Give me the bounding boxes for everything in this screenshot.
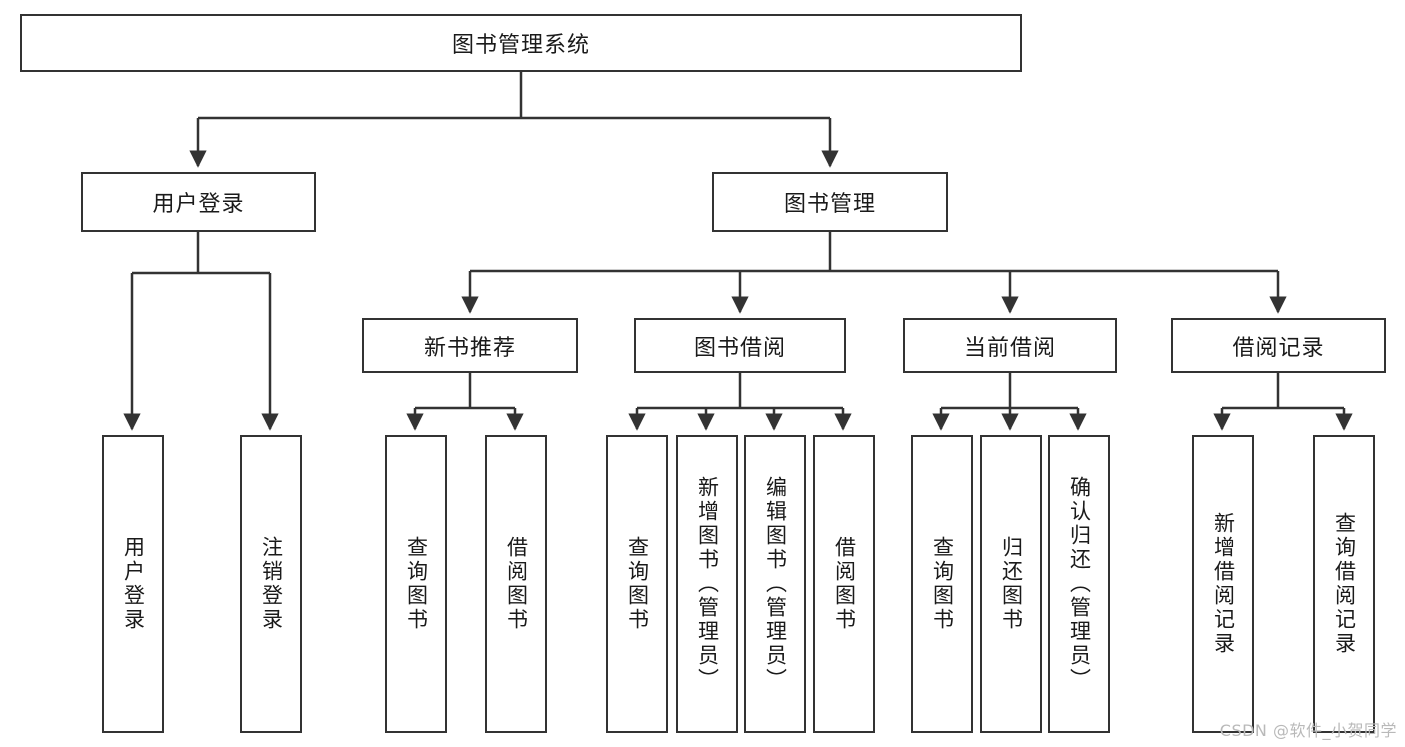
leaf-edit-book-admin-label: 编辑图书（管理员） bbox=[763, 476, 788, 692]
leaf-query-book-borrow-label: 查询图书 bbox=[625, 536, 650, 632]
leaf-add-book-admin[interactable]: 新增图书（管理员） bbox=[676, 435, 738, 733]
leaf-query-book-recommend[interactable]: 查询图书 bbox=[385, 435, 447, 733]
leaf-add-book-admin-label: 新增图书（管理员） bbox=[695, 476, 720, 692]
node-current-borrow-label: 当前借阅 bbox=[963, 335, 1056, 361]
leaf-user-login-label: 用户登录 bbox=[121, 536, 146, 632]
watermark: CSDN @软件_小贺同学 bbox=[1219, 721, 1397, 740]
leaf-return-book[interactable]: 归还图书 bbox=[980, 435, 1042, 733]
leaf-borrow-book-label: 借阅图书 bbox=[832, 536, 857, 632]
node-book-management[interactable]: 图书管理 bbox=[712, 172, 948, 232]
node-user-login-label: 用户登录 bbox=[152, 192, 245, 217]
leaf-query-book-recommend-label: 查询图书 bbox=[404, 536, 429, 632]
node-user-login[interactable]: 用户登录 bbox=[81, 172, 316, 232]
node-root[interactable]: 图书管理系统 bbox=[20, 14, 1022, 72]
leaf-user-login[interactable]: 用户登录 bbox=[102, 435, 164, 733]
leaf-confirm-return-admin-label: 确认归还（管理员） bbox=[1067, 476, 1092, 692]
leaf-add-borrow-record[interactable]: 新增借阅记录 bbox=[1192, 435, 1254, 733]
leaf-query-book-current-label: 查询图书 bbox=[930, 536, 955, 632]
leaf-add-borrow-record-label: 新增借阅记录 bbox=[1211, 512, 1236, 656]
leaf-borrow-book-recommend-label: 借阅图书 bbox=[504, 536, 529, 632]
node-root-label: 图书管理系统 bbox=[451, 33, 590, 58]
leaf-confirm-return-admin[interactable]: 确认归还（管理员） bbox=[1048, 435, 1110, 733]
leaf-query-book-current[interactable]: 查询图书 bbox=[911, 435, 973, 733]
node-book-management-label: 图书管理 bbox=[783, 192, 876, 217]
leaf-logout[interactable]: 注销登录 bbox=[240, 435, 302, 733]
node-borrow-records[interactable]: 借阅记录 bbox=[1171, 318, 1386, 373]
leaf-borrow-book-recommend[interactable]: 借阅图书 bbox=[485, 435, 547, 733]
leaf-return-book-label: 归还图书 bbox=[999, 536, 1024, 632]
node-book-borrow[interactable]: 图书借阅 bbox=[634, 318, 846, 373]
node-book-borrow-label: 图书借阅 bbox=[693, 335, 786, 361]
leaf-logout-label: 注销登录 bbox=[259, 536, 284, 632]
leaf-edit-book-admin[interactable]: 编辑图书（管理员） bbox=[744, 435, 806, 733]
leaf-query-borrow-record-label: 查询借阅记录 bbox=[1332, 512, 1357, 656]
leaf-borrow-book[interactable]: 借阅图书 bbox=[813, 435, 875, 733]
node-borrow-records-label: 借阅记录 bbox=[1232, 335, 1325, 361]
leaf-query-borrow-record[interactable]: 查询借阅记录 bbox=[1313, 435, 1375, 733]
node-current-borrow[interactable]: 当前借阅 bbox=[903, 318, 1117, 373]
node-new-book-recommend[interactable]: 新书推荐 bbox=[362, 318, 578, 373]
node-new-book-recommend-label: 新书推荐 bbox=[423, 335, 516, 361]
leaf-query-book-borrow[interactable]: 查询图书 bbox=[606, 435, 668, 733]
